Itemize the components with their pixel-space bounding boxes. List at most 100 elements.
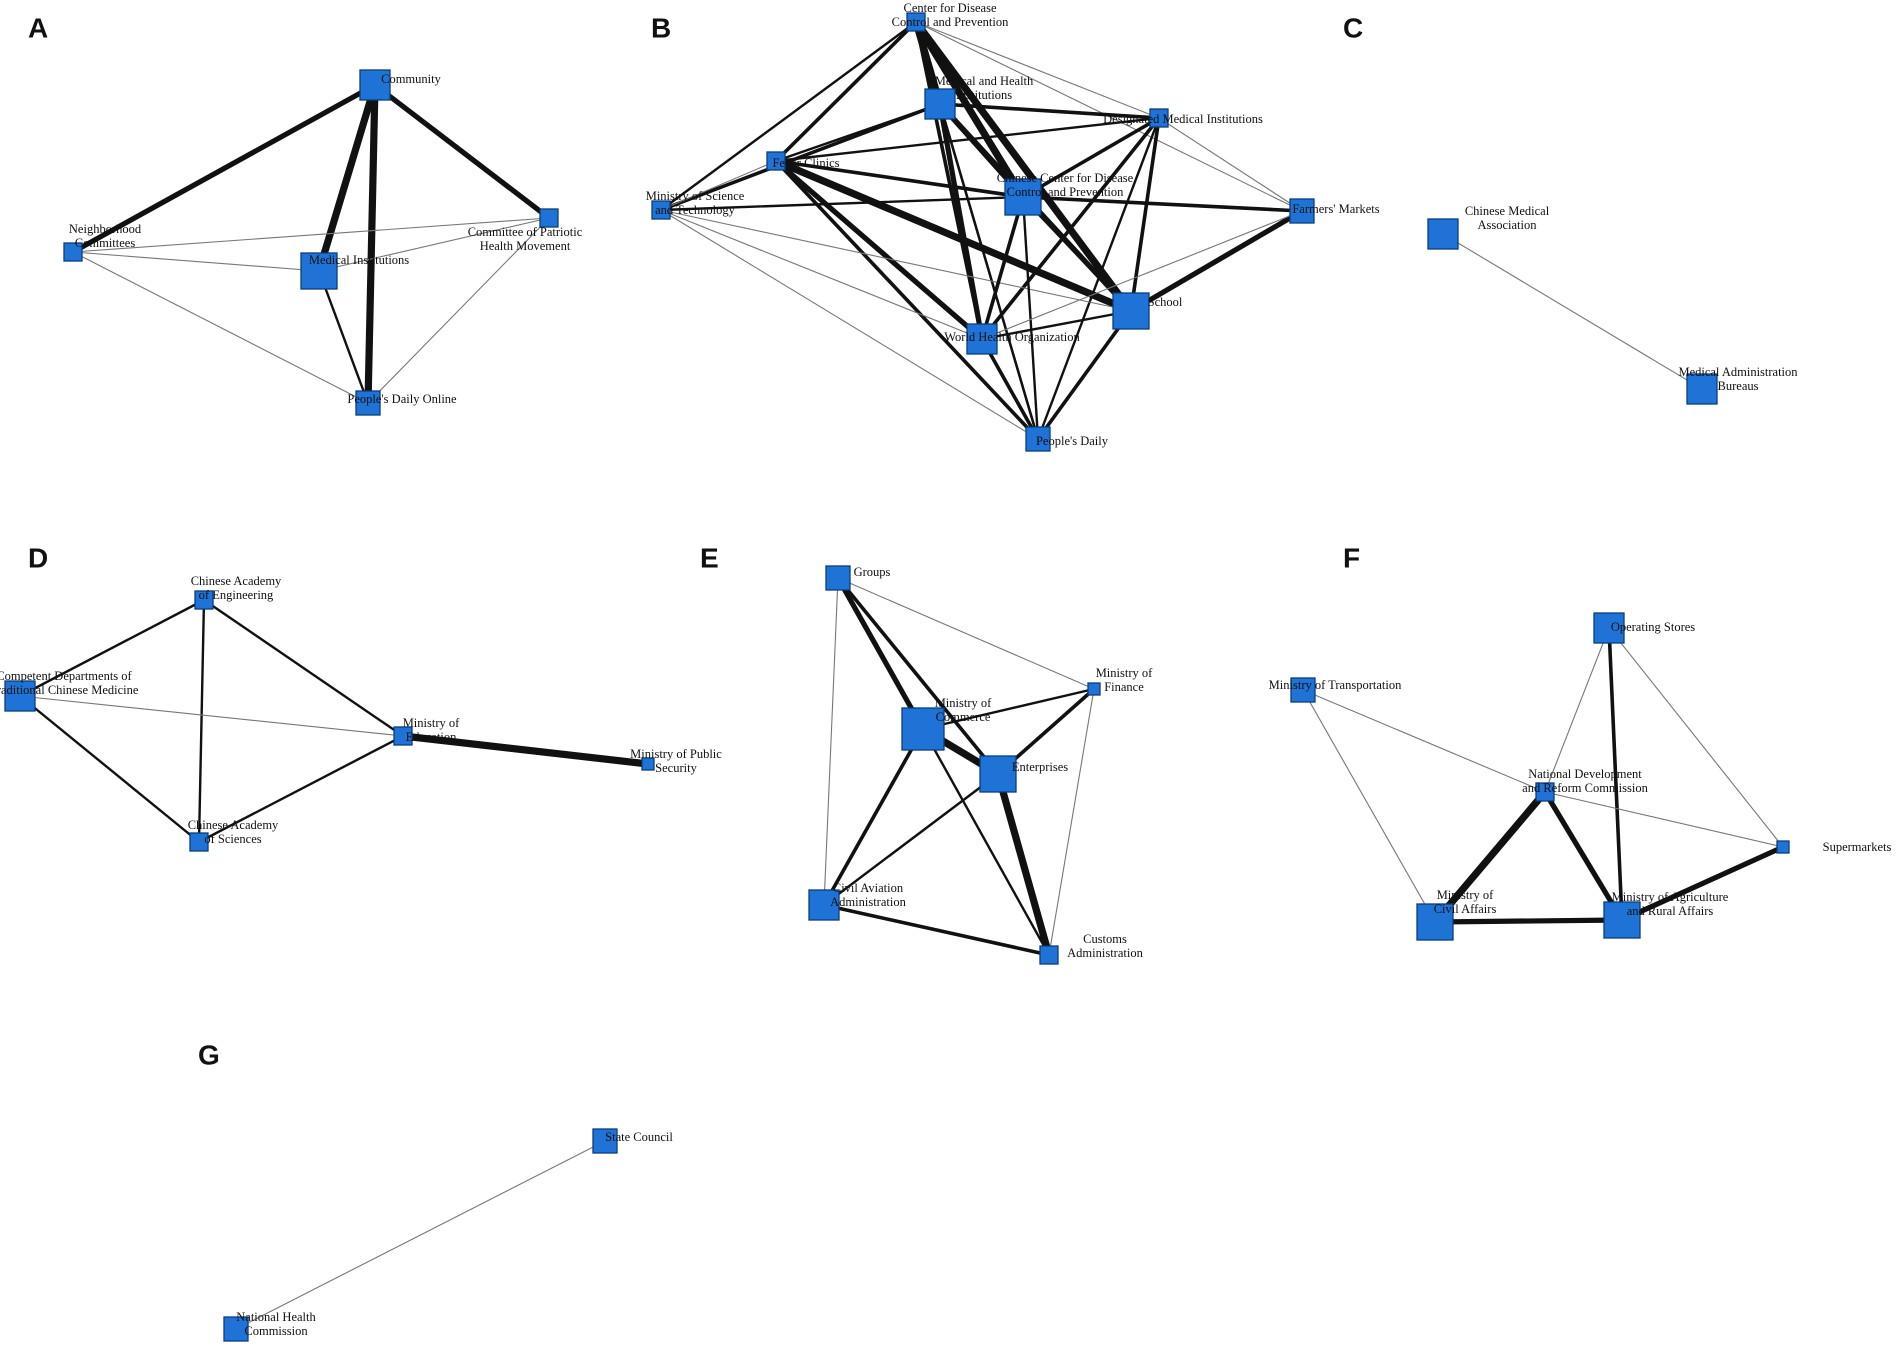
node-label-neighborhood: Committees	[75, 236, 136, 250]
node-label-caa: Civil Aviation	[833, 881, 904, 895]
edge-community-patriotic	[372, 82, 552, 221]
node-label-cma: Chinese Medical	[1465, 204, 1550, 218]
edge-moca-moara	[1432, 917, 1625, 925]
node-moca	[1416, 903, 1454, 941]
node-community	[359, 69, 391, 101]
node-label-neighborhood: Neighborhood	[69, 222, 142, 236]
edge-fever-ccdc	[774, 159, 1025, 199]
edge-group	[1302, 626, 1786, 926]
edge-mocom-customs	[921, 727, 1051, 957]
panel-letter: B	[651, 12, 671, 43]
edge-designated-school	[1129, 116, 1161, 313]
node-label-school: School	[1148, 295, 1183, 309]
node-label-most: Ministry of Science	[646, 189, 745, 203]
node-motrans	[1290, 677, 1316, 703]
edge-mof-customs	[1048, 688, 1095, 956]
edge-designated-fever	[774, 116, 1161, 163]
node-label-caa: Administration	[830, 895, 906, 909]
edge-community-neighborhood	[70, 82, 378, 255]
node-label-cae: of Engineering	[199, 588, 274, 602]
node-label-moe: Education	[406, 730, 457, 744]
node-label-farmers: Farmers' Markets	[1292, 202, 1379, 216]
node-label-moe: Ministry of	[403, 716, 460, 730]
node-label-supermarkets: Supermarkets	[1823, 840, 1892, 854]
edge-cdc-most	[659, 20, 918, 212]
node-mps	[641, 757, 655, 771]
edge-cdc-fever	[774, 20, 918, 163]
node-label-community: Community	[381, 72, 441, 86]
node-fever	[766, 151, 786, 171]
edge-mhi-designated	[938, 102, 1161, 120]
node-tcm	[4, 680, 36, 712]
edge-community-peoples_online	[364, 81, 379, 407]
edge-patriotic-peoples_online	[367, 217, 550, 404]
edge-school-who	[980, 309, 1133, 341]
node-label-ent: Enterprises	[1012, 760, 1068, 774]
node-statecouncil	[592, 1128, 618, 1154]
node-label-ccdc: Chinese Center for Disease	[997, 171, 1134, 185]
edge-groups-mof	[837, 577, 1095, 690]
edge-motrans-moca	[1302, 689, 1436, 923]
edge-ent-caa	[822, 772, 1000, 907]
node-ent	[979, 755, 1017, 793]
panel-letter: G	[198, 1039, 220, 1070]
edge-who-peoples	[980, 337, 1040, 441]
node-label-patriotic: Health Movement	[480, 239, 571, 253]
edge-opstores-supermarkets	[1608, 627, 1784, 848]
edge-cas-moe	[197, 734, 405, 844]
node-label-moca: Ministry of	[1437, 888, 1494, 902]
node-moara	[1603, 901, 1641, 939]
edge-community-medical	[315, 81, 379, 275]
edge-most-peoples	[660, 209, 1039, 440]
node-cae	[194, 590, 214, 610]
edge-opstores-ndrc	[1544, 627, 1610, 793]
edge-group	[1442, 233, 1703, 390]
node-label-cae: Chinese Academy	[191, 574, 282, 588]
node-label-ndrc: and Reform Commission	[1522, 781, 1648, 795]
node-supermarkets	[1776, 840, 1790, 854]
edge-tcm-moe	[19, 695, 404, 737]
node-label-cdc: Control and Prevention	[892, 15, 1009, 29]
panel-a: ACommunityNeighborhoodCommitteesMedical …	[28, 12, 583, 416]
edge-mhi-who	[937, 101, 985, 342]
edge-most-ccdc	[659, 195, 1025, 212]
edge-cdc-designated	[915, 21, 1160, 119]
panel-letter: D	[28, 542, 48, 573]
edge-statecouncil-nhc	[235, 1140, 606, 1330]
node-label-mocom: Ministry of	[935, 696, 992, 710]
node-school	[1112, 292, 1150, 330]
edge-mocom-caa	[822, 727, 925, 907]
node-label-fever: Fever Clinics	[772, 156, 839, 170]
node-mab	[1686, 373, 1718, 405]
edge-caa-customs	[822, 903, 1051, 957]
node-label-moca: Civil Affairs	[1434, 902, 1497, 916]
panel-letter: E	[700, 542, 719, 573]
node-label-cas: Chinese Academy	[188, 818, 279, 832]
node-label-motrans: Ministry of Transportation	[1269, 678, 1402, 692]
node-label-cdc: Center for Disease	[903, 1, 996, 15]
edge-neighborhood-patriotic	[72, 217, 550, 253]
edge-ccdc-school	[1021, 195, 1133, 313]
edge-mhi-most	[659, 102, 942, 212]
edge-designated-farmers	[1158, 117, 1303, 212]
edge-school-peoples	[1036, 309, 1133, 441]
node-label-peoples_online: People's Daily Online	[347, 392, 457, 406]
edge-ndrc-moca	[1431, 788, 1549, 926]
edge-fever-peoples	[774, 159, 1040, 441]
node-label-moara: Ministry of Agriculture	[1612, 890, 1729, 904]
node-label-cas: of Sciences	[204, 832, 261, 846]
edge-supermarkets-moara	[1619, 844, 1786, 923]
edge-group	[70, 81, 552, 407]
edge-groups-ent	[836, 576, 1000, 776]
edge-fever-most	[660, 160, 777, 211]
node-mocom	[901, 707, 945, 751]
node-farmers	[1289, 198, 1315, 224]
node-label-opstores: Operating Stores	[1611, 620, 1695, 634]
edge-fever-who	[773, 158, 985, 342]
node-label-mab: Medical Administration	[1678, 365, 1798, 379]
